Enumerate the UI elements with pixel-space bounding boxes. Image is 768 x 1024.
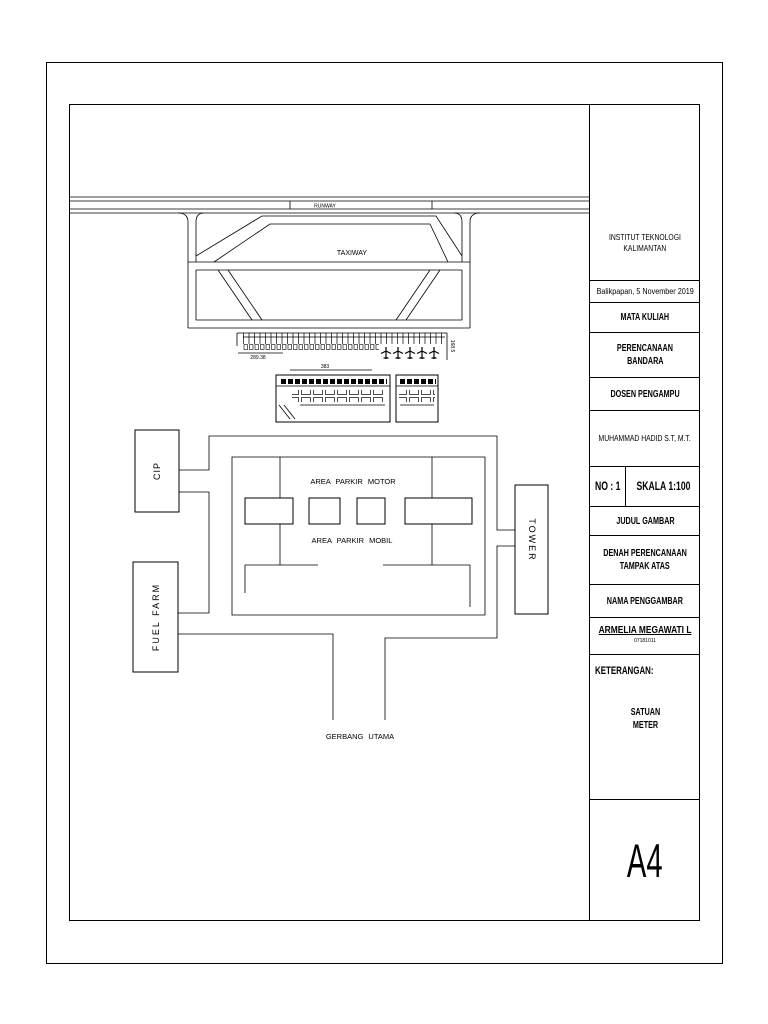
institution-line-1: INSTITUT TEKNOLOGI bbox=[609, 231, 681, 242]
fuel-farm-building bbox=[132, 561, 179, 673]
aircraft-stand bbox=[392, 346, 404, 360]
tower-label: TOWER bbox=[527, 518, 537, 561]
runway-label: RUNWAY bbox=[314, 204, 336, 210]
course-label: MATA KULIAH bbox=[620, 312, 670, 323]
motorcycle-parking-label: AREA PARKIR MOTOR bbox=[310, 477, 396, 486]
aircraft-stand bbox=[380, 346, 392, 360]
parking-slot bbox=[356, 497, 386, 525]
notes-line-2: METER bbox=[632, 720, 658, 731]
sheet-number: NO : 1 bbox=[594, 478, 621, 493]
apron-depth-dimension: 168.5 bbox=[449, 340, 455, 353]
aircraft-stand bbox=[404, 346, 416, 360]
course-line-2: BANDARA bbox=[626, 356, 664, 367]
taxiway-lower-loop bbox=[188, 269, 470, 329]
institution-line-2: KALIMANTAN bbox=[623, 242, 667, 253]
drafter-label: NAMA PENGGAMBAR bbox=[606, 595, 684, 607]
apron-width-dimension: 289.38 bbox=[250, 355, 266, 361]
parking-slot bbox=[244, 497, 294, 525]
fuel-farm-label: FUEL FARM bbox=[151, 583, 161, 651]
sheet-number-cell: NO : 1 bbox=[590, 467, 627, 506]
annex-rooms bbox=[399, 390, 435, 402]
site-plan: RUNWAY TAXIWAY 289.38 168.5 383 CIP bbox=[69, 196, 589, 741]
cip-building bbox=[134, 429, 180, 513]
notes-text: SATUAN METER bbox=[590, 706, 700, 732]
sheet-scale-cell: NO : 1 SKALA 1:100 bbox=[590, 467, 700, 507]
annex-roof-cells bbox=[398, 377, 436, 384]
terminal-rooms bbox=[292, 390, 385, 402]
notes-line-1: SATUAN bbox=[630, 707, 660, 718]
parking-slot bbox=[308, 497, 341, 525]
place-date-cell: Balikpapan, 5 November 2019 bbox=[590, 281, 700, 303]
aircraft-stand bbox=[416, 346, 428, 360]
access-road-outer-edge bbox=[178, 435, 515, 720]
aircraft-stand bbox=[428, 346, 440, 360]
gate-boxes bbox=[243, 344, 379, 350]
drafter-label-cell: NAMA PENGGAMBAR bbox=[590, 585, 700, 618]
gate-positions bbox=[243, 333, 445, 344]
lecturer-label: DOSEN PENGAMPU bbox=[610, 388, 680, 400]
drafter-id: 07181011 bbox=[634, 637, 656, 644]
lecturer-cell: MUHAMMAD HADID S.T, M.T. bbox=[590, 411, 700, 467]
tower-building bbox=[514, 484, 549, 615]
drawing-title-line-2: TAMPAK ATAS bbox=[620, 561, 670, 572]
terminal-width-dimension: 383 bbox=[321, 364, 330, 370]
sheet-border bbox=[46, 62, 723, 964]
access-road-inner-edge bbox=[231, 456, 486, 616]
lecturer-label-cell: DOSEN PENGAMPU bbox=[590, 378, 700, 411]
runway bbox=[69, 196, 589, 214]
paper-size: A4 bbox=[627, 834, 663, 887]
annex-interior-lines bbox=[396, 385, 438, 406]
cip-label: CIP bbox=[152, 462, 162, 480]
car-parking-label: AREA PARKIR MOBIL bbox=[312, 536, 393, 545]
drawing-title-label: JUDUL GAMBAR bbox=[615, 515, 675, 527]
drawing-frame bbox=[69, 104, 700, 921]
taxiway-connectors bbox=[177, 212, 481, 328]
course-line-1: PERENCANAAN bbox=[616, 343, 673, 354]
drawing-scale: SKALA 1:100 bbox=[636, 478, 691, 493]
course-label-cell: MATA KULIAH bbox=[590, 303, 700, 333]
taxiway-upper-loop bbox=[195, 215, 463, 263]
drawing-title-line-1: DENAH PERENCANAAN bbox=[603, 548, 687, 559]
course-cell: PERENCANAAN BANDARA bbox=[590, 333, 700, 378]
taxiway-middle-band bbox=[188, 261, 470, 271]
terminal-roof-cells bbox=[279, 377, 387, 384]
parking-slot bbox=[404, 497, 473, 525]
place-date: Balikpapan, 5 November 2019 bbox=[596, 285, 694, 296]
paper-size-cell: A4 bbox=[590, 800, 700, 921]
main-gate-label: GERBANG UTAMA bbox=[326, 732, 394, 741]
scale-cell: SKALA 1:100 bbox=[626, 467, 701, 506]
terminal-interior-lines bbox=[276, 385, 390, 420]
title-block: INSTITUT TEKNOLOGI KALIMANTAN Balikpapan… bbox=[589, 104, 700, 921]
notes-label: KETERANGAN: bbox=[595, 665, 654, 677]
notes-cell: KETERANGAN: SATUAN METER bbox=[590, 655, 700, 800]
taxiway-label: TAXIWAY bbox=[337, 250, 368, 257]
institution-cell: INSTITUT TEKNOLOGI KALIMANTAN bbox=[590, 104, 700, 281]
drafter-cell: ARMELIA MEGAWATI L 07181011 bbox=[590, 618, 700, 655]
drawing-title-cell: DENAH PERENCANAAN TAMPAK ATAS bbox=[590, 536, 700, 585]
lecturer-name: MUHAMMAD HADID S.T, M.T. bbox=[598, 432, 692, 443]
drawing-title-label-cell: JUDUL GAMBAR bbox=[590, 507, 700, 536]
drafter-name: ARMELIA MEGAWATI L bbox=[598, 624, 692, 636]
